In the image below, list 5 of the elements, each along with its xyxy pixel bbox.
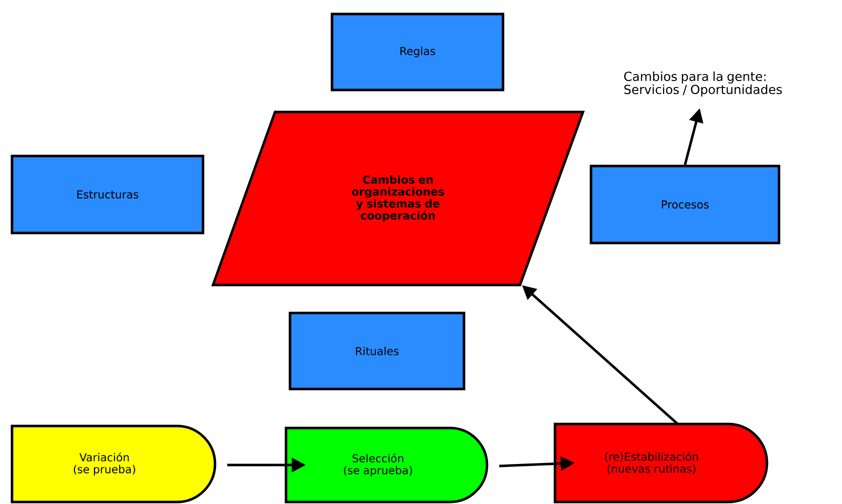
process-box: Reglas (330, 12, 504, 92)
note-text: Cambios para la gente: Servicios / Oportunidades (624, 71, 782, 97)
process-box: Procesos (590, 164, 780, 244)
process-box: Estructuras (10, 154, 204, 234)
process-box: Rituales (288, 312, 466, 390)
